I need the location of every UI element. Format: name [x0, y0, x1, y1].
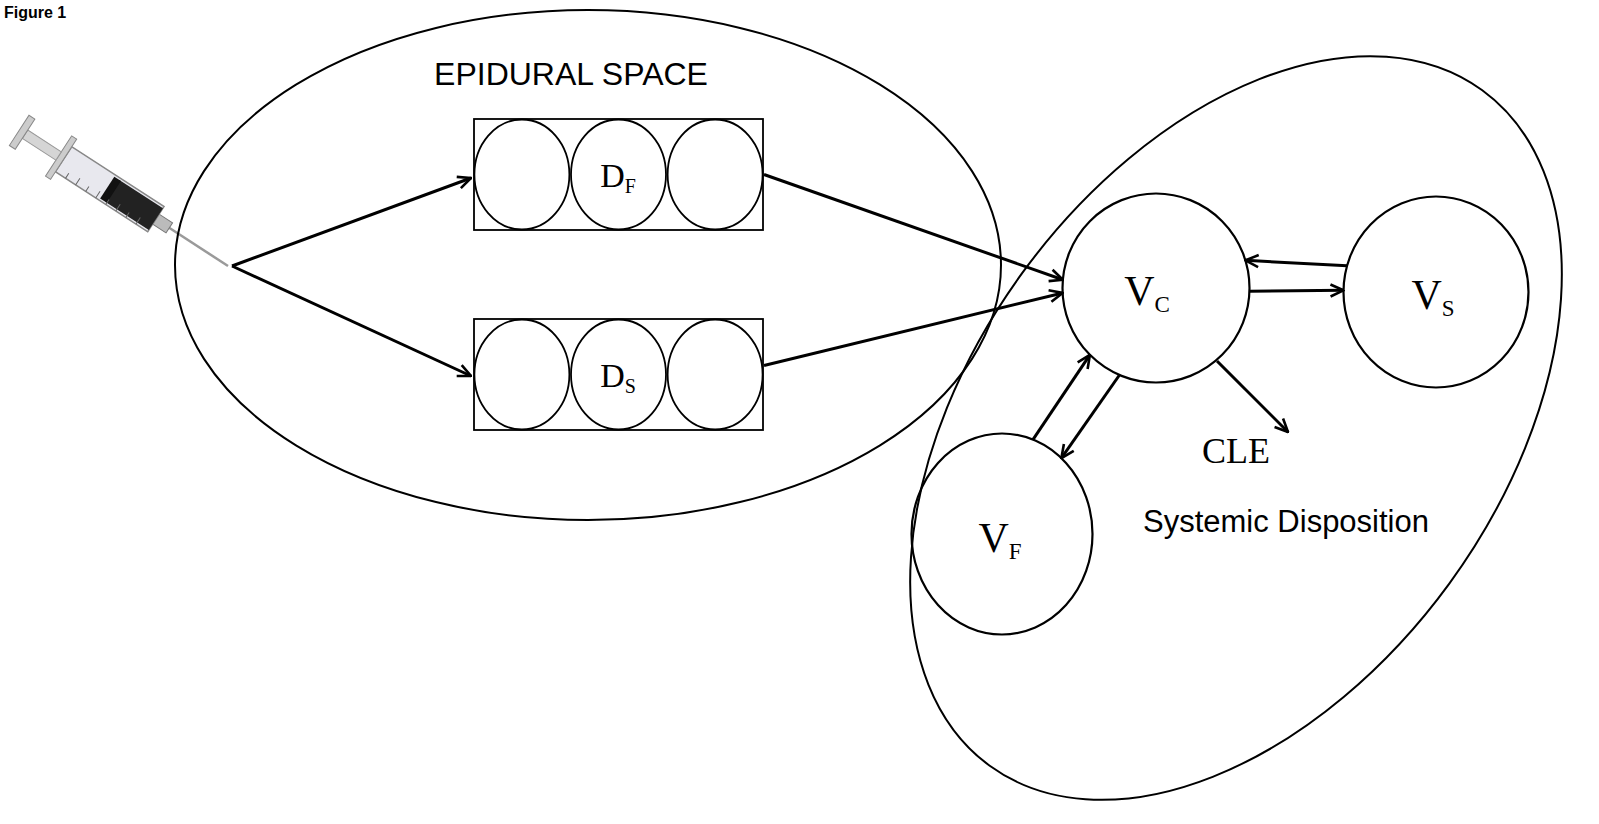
compartment-circle: VS [1342, 195, 1530, 389]
figure-label: Figure 1 [4, 3, 66, 22]
injection-arrow [232, 266, 471, 376]
region-ellipse-outline [175, 10, 1001, 520]
syringe-icon [6, 110, 241, 286]
depot-box-outline [668, 320, 763, 430]
flow-arrow [1033, 355, 1090, 440]
clearance-symbol: CLE [1202, 430, 1270, 473]
depot-symbol: DS [600, 354, 636, 399]
compartment-circle-outline [1063, 194, 1250, 383]
compartment-circle-outline [912, 434, 1093, 635]
depot-box: DF [473, 118, 764, 231]
region-title: EPIDURAL SPACE [434, 55, 708, 93]
compartment-symbol: VF [978, 511, 1021, 567]
depot-box: DS [473, 318, 764, 431]
compartment-circle: VF [910, 432, 1094, 636]
elimination-arrow [1217, 361, 1288, 432]
flow-arrow [1061, 375, 1119, 458]
flow-arrow [1245, 260, 1347, 265]
flow-arrow [1249, 289, 1343, 293]
compartment-circle: VC [1061, 192, 1251, 384]
depot-symbol: DF [600, 154, 636, 199]
flow-arrow [764, 175, 1063, 280]
depot-box-outline [474, 119, 763, 230]
compartment-circle-outline [1061, 192, 1251, 384]
injection-arrow [232, 178, 471, 266]
depot-box-outline [571, 120, 666, 230]
region-title: Systemic Disposition [1143, 503, 1429, 540]
depot-box-outline [474, 320, 569, 430]
depot-box-outline [474, 319, 763, 430]
region-ellipse-outline [906, 52, 1566, 804]
depot-box-outline [474, 120, 569, 230]
region-ellipse: Systemic Disposition VC VS VF [906, 52, 1566, 804]
depot-box-outline [668, 120, 763, 230]
depot-box-outline [571, 320, 666, 430]
flow-arrow [764, 293, 1063, 366]
compartment-symbol: VS [1411, 268, 1454, 324]
compartment-circle-outline [1344, 197, 1529, 388]
region-ellipse-outline [776, 0, 1599, 824]
region-ellipse: EPIDURAL SPACE DF DS [172, 7, 1004, 523]
compartment-symbol: VC [1124, 264, 1170, 320]
